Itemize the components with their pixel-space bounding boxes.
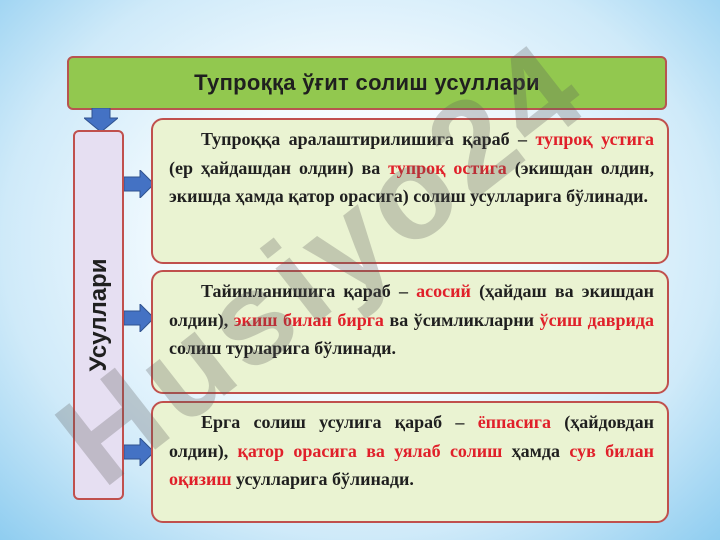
card-text: ҳамда [502, 440, 570, 461]
card-text: усулларига бўлинади. [231, 469, 414, 489]
card-text: Ерга солиш усулига қараб – [201, 412, 478, 432]
card-text: (ер ҳайдашдан олдин) ва [169, 157, 389, 178]
soil-method-card: Ерга солиш усулига қараб – ёппасига (ҳай… [151, 401, 669, 523]
right-arrow-icon [124, 304, 154, 332]
card-highlight: тупроқ устига [535, 129, 655, 149]
application-method-card: Тупроққа аралаштирилишига қараб – тупроқ… [151, 118, 669, 264]
card-text: солиш турларига бўлинади. [169, 338, 397, 358]
card-highlight: тупроқ остига [388, 157, 507, 178]
right-arrow-icon [124, 438, 154, 466]
card-text: (ҳайдаш ва экишдан олдин), [169, 281, 654, 330]
card-highlight: асосий [416, 281, 471, 301]
card-text: Тайинланишига қараб – [201, 281, 417, 301]
card-text: ва ўсимликларни [383, 309, 540, 330]
card-text: (ҳайдовдан олдин), [169, 412, 654, 461]
card-text: Тупроққа аралаштирилишига қараб – [201, 129, 536, 149]
methods-side-panel: Усуллари [73, 130, 124, 500]
title-banner: Тупроққа ўғит солиш усуллари [67, 56, 667, 110]
right-arrow-icon [124, 170, 154, 198]
card-highlight: сув билан оқизиш [169, 440, 654, 490]
card-highlight: ўсиш даврида [539, 309, 654, 330]
side-panel-label: Усуллари [84, 258, 112, 372]
card-highlight: ёппасига [477, 412, 551, 432]
card-highlight: экиш билан бирга [233, 309, 384, 330]
down-arrow-icon [84, 108, 118, 132]
purpose-method-card: Тайинланишига қараб – асосий (ҳайдаш ва … [151, 270, 669, 394]
slide-title: Тупроққа ўғит солиш усуллари [194, 70, 540, 95]
card-highlight: қатор орасига ва уялаб солиш [237, 440, 503, 461]
card-text: (экишдан олдин, экишда ҳамда қатор ораси… [169, 157, 655, 207]
